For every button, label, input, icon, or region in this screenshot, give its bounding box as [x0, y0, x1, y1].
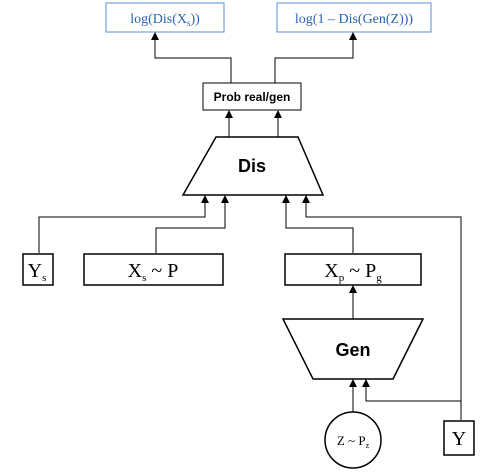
xs-input-box: Xs ~ P [83, 253, 224, 286]
real-loss-close: )) [190, 12, 200, 27]
dis-input-connectors [38, 195, 462, 420]
xp-dist-subscript: g [376, 272, 382, 284]
real-loss-output: log(Dis(Xs)) [105, 2, 225, 33]
z-noise-node: Z ~ Pz [324, 411, 382, 469]
real-loss-text: log(Dis(X [130, 12, 187, 27]
generator-block: Gen [281, 318, 425, 380]
z-label: Z ~ P [337, 433, 366, 448]
xs-subscript: s [142, 272, 146, 284]
y-label: Y [452, 428, 466, 450]
svg-text:Xs ~ P: Xs ~ P [128, 260, 179, 284]
gen-input-connectors [349, 379, 462, 420]
real-loss-subscript: s [187, 18, 191, 28]
xs-distribution: ~ P [146, 260, 178, 282]
fake-loss-text: log(1 – Dis(Gen(Z))) [295, 12, 414, 27]
ys-input-box: Ys [22, 253, 54, 286]
svg-text:Z ~ Pz: Z ~ Pz [337, 433, 370, 450]
prob-real-gen-box: Prob real/gen [202, 82, 302, 111]
discriminator-block: Dis [181, 136, 325, 196]
xs-label: X [128, 260, 143, 282]
ys-label: Y [28, 260, 42, 282]
fake-loss-output: log(1 – Dis(Gen(Z))) [276, 2, 432, 33]
ys-subscript: s [42, 272, 46, 284]
svg-text:log(Dis(Xs)): log(Dis(Xs)) [130, 12, 200, 28]
z-subscript: z [366, 441, 370, 450]
xp-generated-box: Xp ~ Pg [284, 253, 422, 286]
generator-label: Gen [335, 340, 370, 360]
svg-text:Xp ~ Pg: Xp ~ Pg [324, 260, 382, 284]
prob-to-outputs-connectors [151, 32, 357, 83]
dis-to-prob-arrows [225, 110, 282, 137]
xp-label: X [324, 260, 339, 282]
xp-subscript: p [339, 272, 345, 284]
svg-text:Ys: Ys [28, 260, 47, 284]
discriminator-label: Dis [238, 156, 266, 176]
xp-distribution: ~ P [344, 260, 376, 282]
prob-real-gen-label: Prob real/gen [214, 90, 291, 104]
y-label-box: Y [443, 420, 475, 456]
